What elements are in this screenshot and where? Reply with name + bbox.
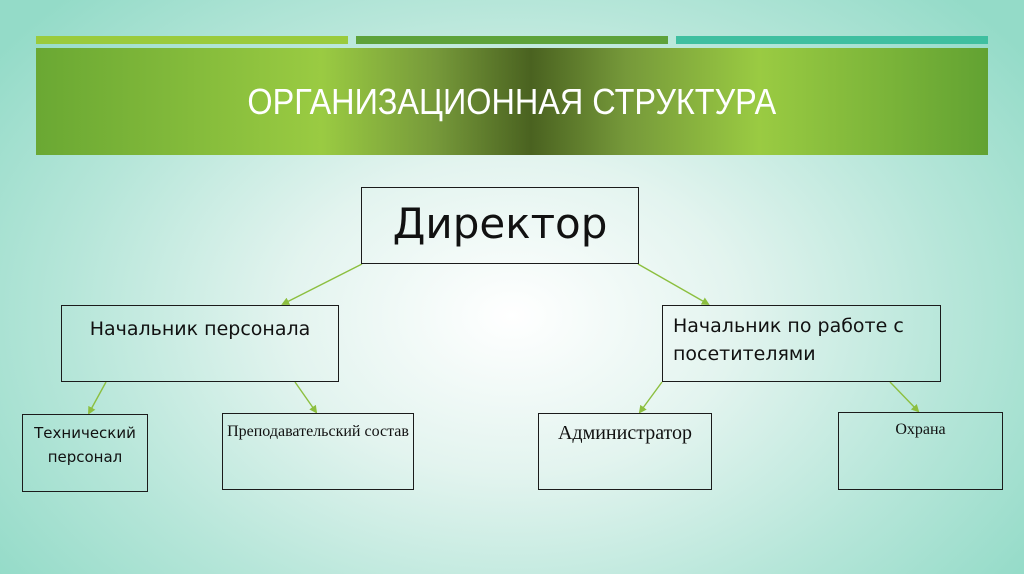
node-tech-staff: Технический персонал (22, 414, 148, 492)
arrow-personnel-to-tech (88, 381, 107, 415)
node-personnel-head-label: Начальник персонала (89, 318, 311, 340)
node-security: Охрана (838, 412, 1003, 490)
node-teaching-staff: Преподавательский состав (222, 413, 414, 490)
node-teaching-staff-label: Преподавательский состав (227, 423, 409, 440)
node-director-label: Директор (392, 199, 608, 248)
node-administrator-label: Администратор (557, 422, 693, 444)
accent-bar-1 (36, 36, 348, 44)
slide-title: ОРГАНИЗАЦИОННАЯ СТРУКТУРА (247, 80, 777, 122)
title-banner: ОРГАНИЗАЦИОННАЯ СТРУКТУРА (36, 48, 988, 155)
accent-bar-2 (356, 36, 668, 44)
arrow-visitors-to-security (889, 381, 920, 413)
arrow-director-to-visitors (637, 263, 710, 305)
accent-bar-3 (676, 36, 988, 44)
node-personnel-head: Начальник персонала (61, 305, 339, 382)
node-administrator: Администратор (538, 413, 712, 490)
node-security-label: Охрана (895, 421, 946, 438)
node-director: Директор (361, 187, 639, 264)
arrow-director-to-personnel (281, 263, 363, 305)
node-visitors-head-label: Начальник по работе с посетителями (673, 315, 904, 365)
arrow-personnel-to-teaching (294, 381, 318, 414)
arrow-visitors-to-admin (638, 381, 663, 414)
node-visitors-head: Начальник по работе с посетителями (662, 305, 941, 382)
node-tech-staff-label: Технический персонал (34, 424, 136, 466)
